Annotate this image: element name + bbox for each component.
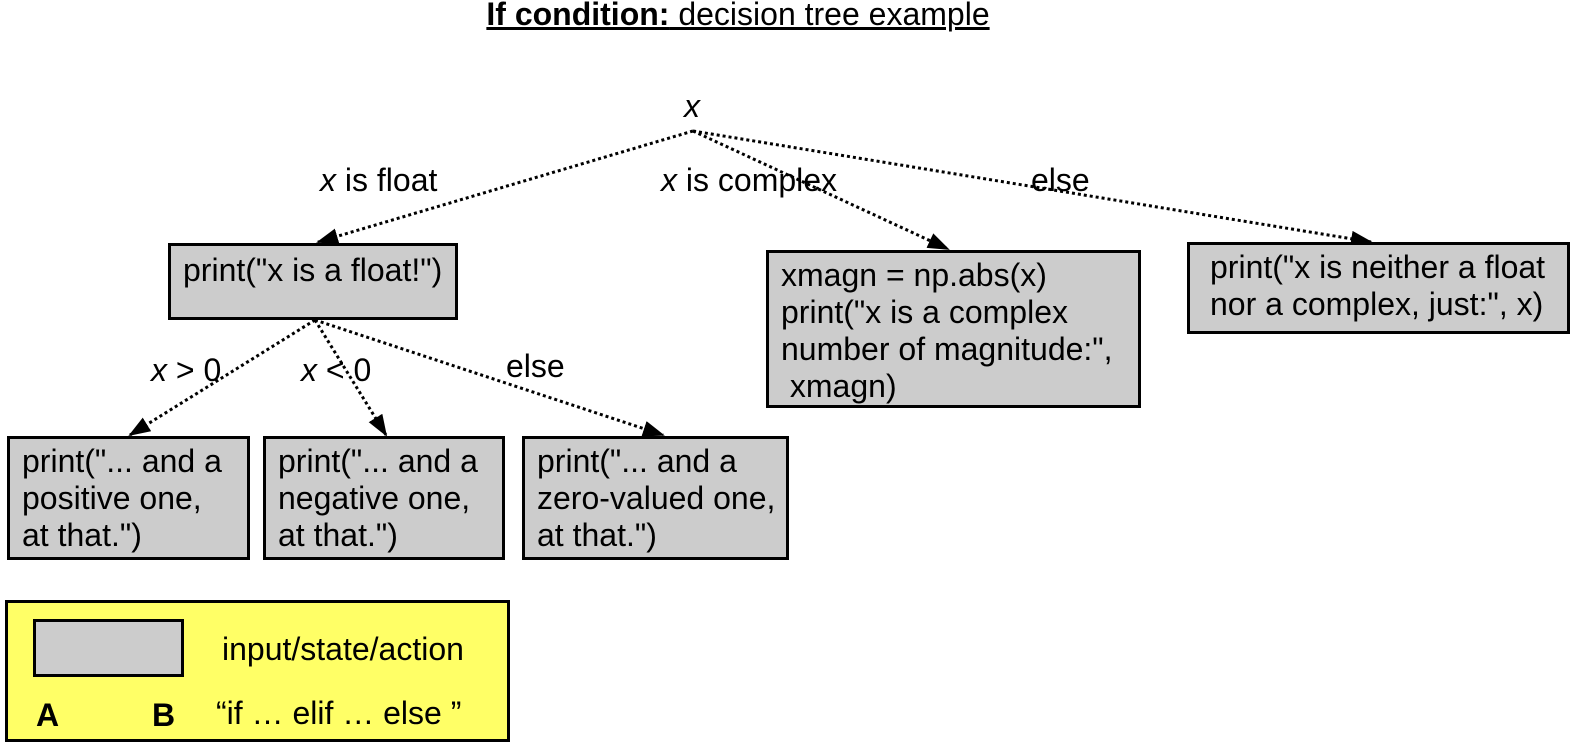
title-bold: If condition: [486, 0, 670, 32]
edge-label-else: else [1031, 162, 1090, 198]
legend: input/state/action A B “if … elif … else… [5, 600, 510, 742]
legend-box-swatch [33, 619, 184, 677]
root-node-label: x [684, 88, 700, 124]
node-positive: print("... and a positive one, at that."… [7, 436, 250, 560]
edge-float-positive [128, 318, 316, 437]
diagram-title: If condition: decision tree example [0, 0, 1476, 33]
legend-box-label: input/state/action [222, 631, 464, 667]
node-zero: print("... and a zero-valued one, at tha… [522, 436, 789, 560]
node-negative: print("... and a negative one, at that."… [263, 436, 505, 560]
edge-float-zero [314, 318, 665, 437]
edge-label-positive: x > 0 [151, 352, 222, 388]
legend-arrow-from: A [36, 697, 60, 733]
legend-arrow-label: “if … elif … else ” [216, 695, 462, 731]
edge-label-float: x is float [320, 162, 438, 198]
title-rest: decision tree example [669, 0, 990, 32]
edge-root-complex [692, 129, 950, 251]
edge-label-negative: x < 0 [301, 352, 372, 388]
edge-root-float [316, 129, 694, 244]
node-complex: xmagn = np.abs(x) print("x is a complex … [766, 250, 1141, 408]
edge-float-negative [313, 319, 388, 437]
edge-label-zero: else [506, 348, 565, 384]
legend-arrow-to: B [152, 697, 176, 733]
node-float: print("x is a float!") [168, 243, 458, 320]
node-other: print("x is neither a float nor a comple… [1187, 242, 1570, 334]
edge-label-complex: x is complex [661, 162, 838, 198]
edge-root-else [692, 129, 1373, 247]
